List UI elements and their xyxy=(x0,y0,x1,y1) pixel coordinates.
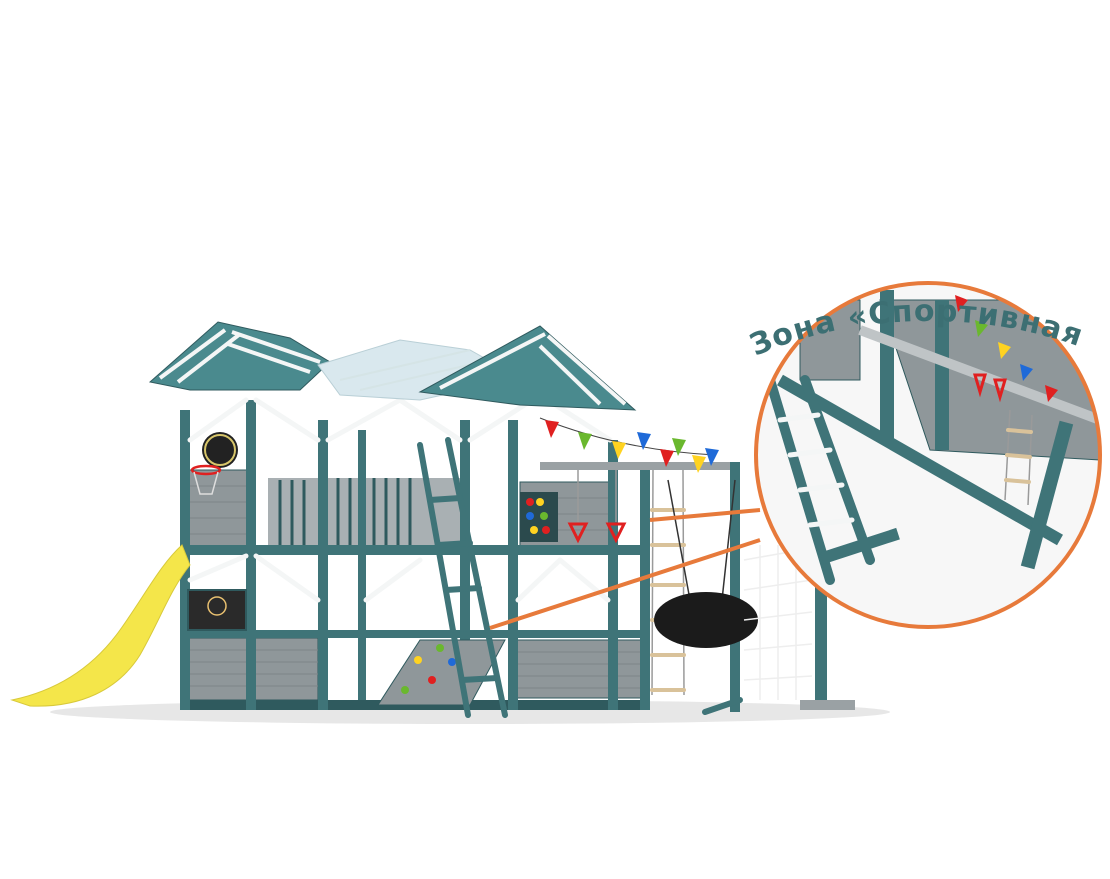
abacus-panel xyxy=(520,492,558,542)
bunting-flag xyxy=(578,432,592,450)
climbing-ramp xyxy=(377,639,506,706)
zoom-detail xyxy=(756,283,1100,627)
roof-left xyxy=(148,321,331,391)
floor-beam-upper xyxy=(180,545,650,555)
sport-brace xyxy=(702,697,743,715)
yellow-slide xyxy=(10,544,191,707)
floor-beam-lower xyxy=(180,630,650,638)
cargo-net xyxy=(743,545,813,700)
bunting-flag xyxy=(612,441,626,459)
zone-label-text: Зона «Спортивная» xyxy=(0,0,1088,363)
leaning-ladder xyxy=(417,437,508,718)
roof-right xyxy=(418,325,637,411)
bunting-flag xyxy=(705,448,719,466)
bunting-flag xyxy=(672,438,686,456)
bunting-flag xyxy=(692,455,706,473)
truss-braces xyxy=(187,392,613,603)
lower-wall-right xyxy=(509,639,646,699)
bunting-flag xyxy=(545,420,559,438)
bunting-flags xyxy=(539,417,719,473)
sport-foot xyxy=(800,700,855,710)
play-tower xyxy=(148,321,650,718)
bunting-string xyxy=(539,417,716,456)
bunting-flag xyxy=(660,449,674,467)
rope-ladder xyxy=(650,469,686,696)
callout-line-bottom xyxy=(489,538,761,630)
callout-line-top xyxy=(649,508,761,522)
chalkboard xyxy=(187,589,247,631)
sport-zone-frame xyxy=(540,462,855,715)
basketball-hoop xyxy=(190,432,238,495)
zoom-circle-ring xyxy=(754,281,1102,629)
zone-label: Зона «Спортивная» xyxy=(0,0,1088,363)
sport-post-left xyxy=(730,462,740,712)
bunting-flag xyxy=(637,432,651,450)
gymnastic-rings xyxy=(567,470,627,544)
nest-swing xyxy=(654,479,758,648)
monkey-bar-beam xyxy=(540,462,740,470)
